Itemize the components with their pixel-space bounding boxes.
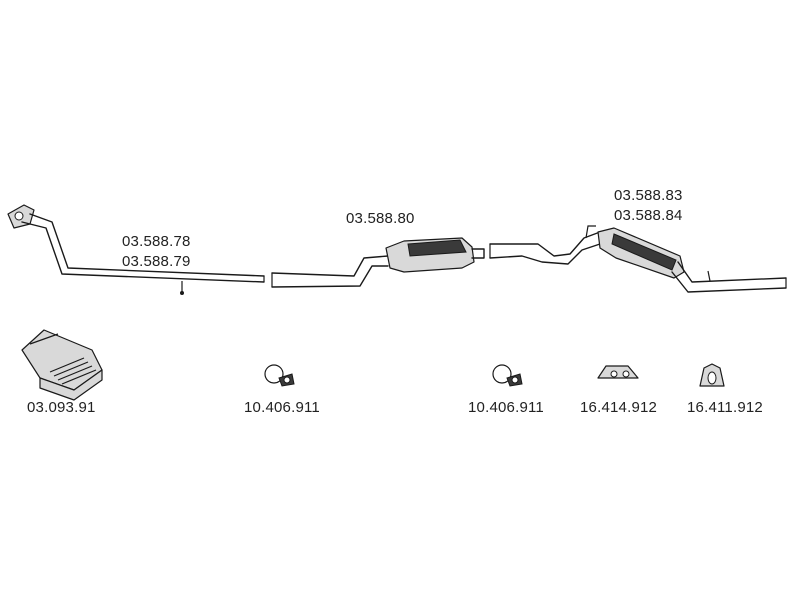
- mounting-kit-box: [21, 329, 103, 401]
- front-pipe-code-b: 03.588.79: [122, 253, 191, 270]
- front-pipe-code-a: 03.588.78: [122, 233, 191, 250]
- clamp-2-icon: [492, 364, 523, 387]
- middle-silencer-code: 03.588.80: [346, 210, 415, 227]
- middle-silencer: [271, 237, 485, 288]
- clamp-2-code: 10.406.911: [468, 399, 544, 416]
- rear-silencer-code-b: 03.588.84: [614, 207, 683, 224]
- rubber-mount-2-code: 16.411.912: [687, 399, 763, 416]
- front-pipe: [7, 204, 265, 295]
- rear-silencer: [489, 225, 787, 293]
- rubber-mount-1-code: 16.414.912: [580, 399, 658, 416]
- rubber-mount-2-icon: [699, 363, 725, 387]
- clamp-1-icon: [264, 364, 295, 387]
- rear-silencer-code-a: 03.588.83: [614, 187, 683, 204]
- mounting-kit-code: 03.093.91: [27, 399, 96, 416]
- rubber-mount-1-icon: [597, 365, 639, 379]
- clamp-1-code: 10.406.911: [244, 399, 320, 416]
